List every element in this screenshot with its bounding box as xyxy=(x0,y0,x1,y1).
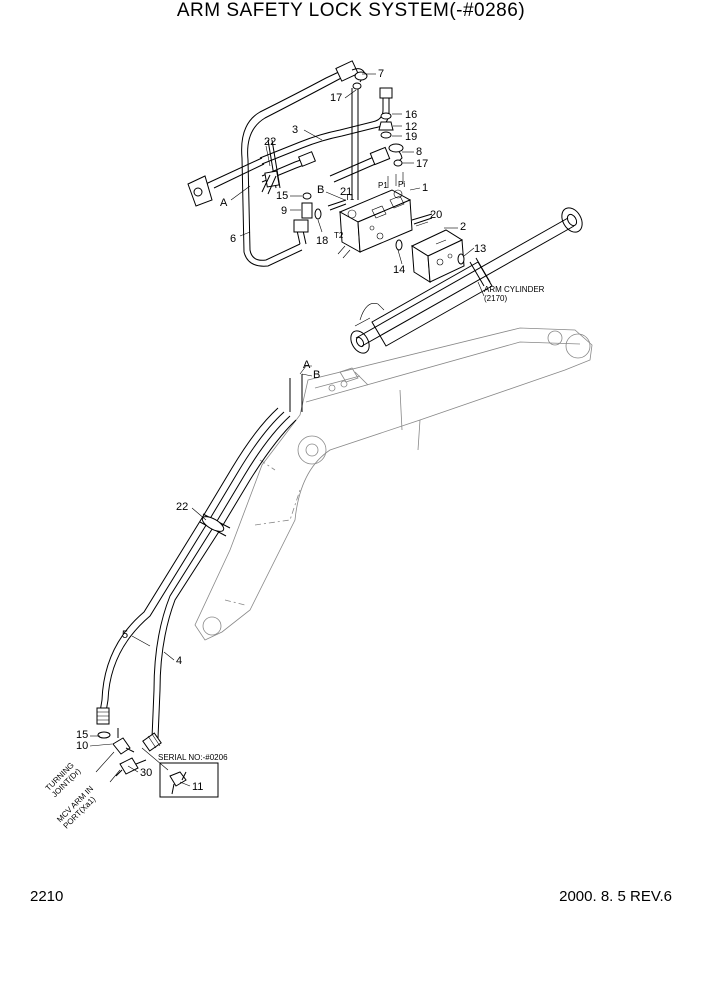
label-part-1: 1 xyxy=(422,182,428,194)
arm-cylinder xyxy=(350,207,583,354)
arm-boom xyxy=(194,327,593,641)
label-part-3: 3 xyxy=(292,124,298,136)
label-part-10: 10 xyxy=(76,740,88,752)
label-part-12: 12 xyxy=(405,121,417,133)
page-number: 2210 xyxy=(30,888,64,905)
label-part-20: 20 xyxy=(430,209,442,221)
label-part-30: 30 xyxy=(140,767,152,779)
label-part-21: 21 xyxy=(340,186,352,198)
valve-block xyxy=(337,172,413,259)
label-port-p1: P1 xyxy=(378,181,388,190)
label-part-17a: 17 xyxy=(330,92,342,104)
label-part-14: 14 xyxy=(393,264,405,276)
label-serial-no: SERIAL NO:-#0206 xyxy=(158,753,228,762)
label-part-9: 9 xyxy=(281,205,287,217)
valve-plate xyxy=(410,229,465,283)
page-title: ARM SAFETY LOCK SYSTEM(-#0286) xyxy=(176,0,526,21)
label-part-15b: 15 xyxy=(76,729,88,741)
label-port-pi: Pi xyxy=(398,180,405,189)
label-part-16: 16 xyxy=(405,109,417,121)
label-port-t2: T2 xyxy=(334,231,344,240)
label-part-22b: 22 xyxy=(176,501,188,513)
label-b-top: B xyxy=(317,184,324,196)
label-part-17b: 17 xyxy=(416,158,428,170)
label-part-8: 8 xyxy=(416,146,422,158)
leader-lines xyxy=(89,73,485,787)
label-b-arm: B xyxy=(313,369,320,381)
label-arm-cylinder-ref: (2170) xyxy=(484,294,507,303)
label-port-t1: T1 xyxy=(345,193,355,202)
label-part-4: 4 xyxy=(176,655,182,667)
label-part-13: 13 xyxy=(474,243,486,255)
hose-assembly-top xyxy=(187,60,404,267)
label-part-19: 19 xyxy=(405,131,417,143)
label-arm-cylinder: ARM CYLINDER xyxy=(484,285,545,294)
fittings xyxy=(97,82,465,777)
label-part-18: 18 xyxy=(316,235,328,247)
label-part-22a: 22 xyxy=(264,136,276,148)
label-a-top: A xyxy=(220,197,228,209)
label-part-7: 7 xyxy=(378,68,384,80)
serial-inset xyxy=(141,747,219,798)
part-labels: 7 17 3 16 12 19 8 17 22 B 21 1 15 A 9 20… xyxy=(44,68,545,831)
label-part-6: 6 xyxy=(230,233,236,245)
label-a-arm: A xyxy=(303,359,311,371)
label-part-15a: 15 xyxy=(276,190,288,202)
hose-bundle-arm xyxy=(96,374,303,752)
label-part-5: 5 xyxy=(122,629,128,641)
revision-date: 2000. 8. 5 REV.6 xyxy=(559,888,672,905)
label-part-2: 2 xyxy=(460,221,466,233)
label-part-11: 11 xyxy=(192,781,203,793)
